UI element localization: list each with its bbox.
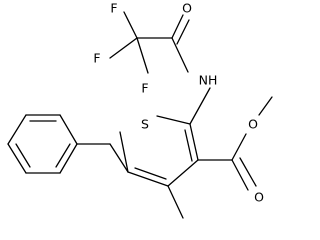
trifluoroacetamide-group (109, 11, 211, 125)
bond (109, 37, 138, 59)
bond (258, 96, 273, 116)
benzyl-bond (109, 143, 129, 173)
thiophene-ring (119, 115, 199, 187)
atom-f-left: F (93, 51, 100, 66)
atom-s: S (141, 117, 149, 132)
atom-f-top: F (110, 1, 117, 16)
bond (231, 159, 249, 191)
bond (136, 37, 149, 74)
bond (127, 171, 169, 187)
aromatic-inner-bond (55, 143, 71, 168)
bond (171, 37, 189, 73)
bond (59, 143, 78, 174)
double-bond-inner (239, 157, 257, 187)
double-bond-inner (184, 129, 193, 162)
aromatic-inner-bond (15, 143, 31, 168)
bond (123, 11, 138, 39)
double-bond-inner (134, 167, 167, 180)
bond (7, 114, 27, 145)
benzene-ring (7, 114, 78, 174)
atom-o-ester-carbonyl: O (254, 190, 264, 205)
bond (156, 115, 191, 125)
bond (231, 133, 247, 161)
bond (189, 123, 199, 161)
bond (189, 87, 211, 125)
molecule-structure-diagram: F F F O NH S O O (7, 1, 273, 219)
bond (7, 143, 27, 174)
atom-o-ester-ether: O (248, 117, 258, 132)
double-bond-inner (176, 19, 190, 45)
methyl-bond (167, 185, 184, 219)
methyl-ester-group (197, 96, 273, 191)
atom-o-amide: O (182, 1, 192, 16)
atom-nh: NH (199, 73, 218, 88)
bond (167, 159, 199, 187)
bond (171, 14, 184, 39)
bond (59, 114, 78, 145)
atom-f-bottom: F (141, 81, 148, 96)
bond (119, 131, 129, 173)
